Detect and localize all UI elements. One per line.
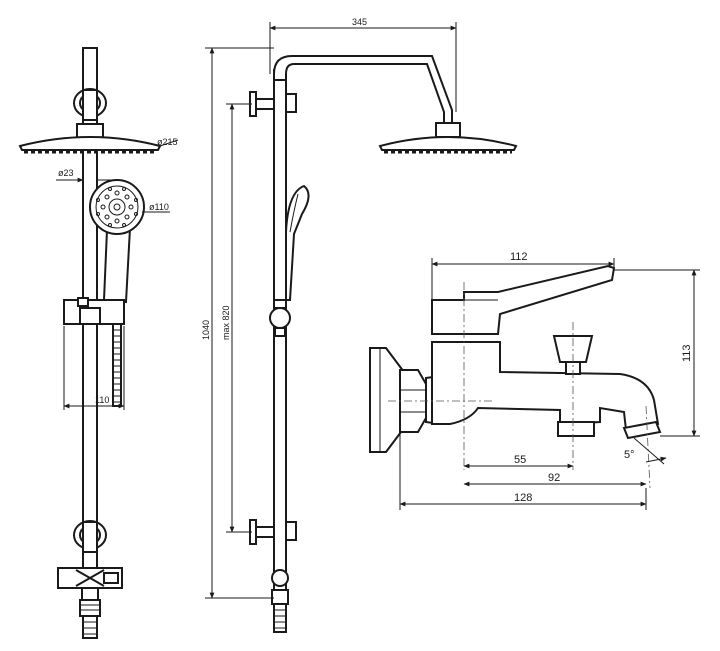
front-top-bracket (73, 88, 107, 121)
front-hose (112, 323, 122, 407)
dim-110-hose: 110 (63, 326, 125, 410)
mixer-main-body (431, 341, 660, 432)
mixer-aerator (622, 420, 662, 440)
front-slider (63, 297, 125, 325)
dim-820: max 820 (221, 103, 252, 533)
dim-113: 113 (614, 269, 700, 437)
side-overhead-arm (273, 55, 453, 126)
side-slider (269, 299, 291, 337)
front-diverter (57, 567, 123, 639)
dim-112: 112 (431, 251, 615, 300)
side-overhead-shower (378, 122, 518, 154)
side-view: 345 1040 max 820 (201, 17, 518, 633)
dim-angle-5: 5° (624, 437, 667, 465)
mixer-lever (431, 264, 616, 335)
dim-110-hand: ø110 (142, 202, 170, 213)
mixer-wall-flange (369, 347, 405, 453)
dim-1040-label: 1040 (201, 320, 211, 340)
dim-820-label: max 820 (221, 305, 231, 340)
dim-215-label: ø215 (157, 137, 178, 147)
mixer-spout-outlet (557, 421, 595, 437)
front-hand-shower (89, 179, 145, 304)
front-bottom-bracket (73, 520, 107, 553)
dim-110-hose-label: 110 (95, 395, 109, 405)
front-overhead-shower (18, 123, 162, 154)
dim-128-label: 128 (514, 492, 532, 504)
dim-215: ø215 (157, 137, 179, 147)
dim-92-label: 92 (548, 472, 560, 484)
dim-angle-5-label: 5° (624, 449, 635, 461)
side-column (273, 69, 287, 631)
dim-113-label: 113 (681, 344, 693, 362)
dim-1040: 1040 (201, 47, 274, 599)
side-hand-shower (285, 184, 310, 301)
dim-112-label: 112 (510, 251, 528, 263)
dim-55-label: 55 (514, 454, 526, 466)
dim-23-label: ø23 (58, 168, 74, 178)
dim-23: ø23 (56, 168, 112, 183)
side-bottom-connection (271, 569, 289, 633)
side-bottom-mount (249, 519, 297, 545)
dim-128: 128 (399, 432, 647, 510)
front-view: ø215 ø23 ø110 110 (18, 47, 179, 639)
bath-mixer-view: 112 113 5° 55 92 128 (369, 251, 700, 510)
dim-92: 92 (463, 472, 647, 487)
dim-55: 55 (463, 454, 574, 469)
dim-110-hand-label: ø110 (149, 202, 169, 212)
dim-345-label: 345 (352, 17, 367, 27)
